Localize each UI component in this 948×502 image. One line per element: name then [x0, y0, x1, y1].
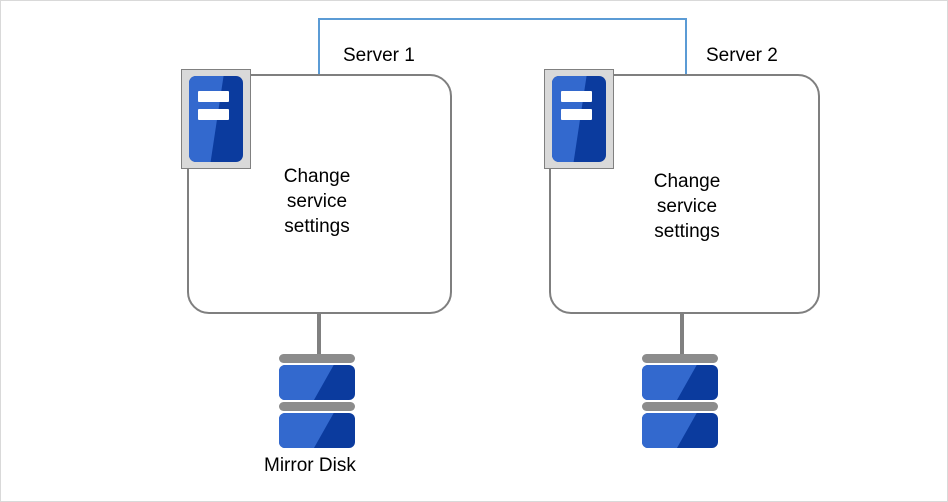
- disk-block-upper: [279, 365, 355, 400]
- server-2-disk-connector: [680, 314, 684, 358]
- server-chassis-bay-bar-2: [561, 108, 593, 120]
- disk-plate-middle: [279, 402, 355, 411]
- mirror-disk-label: Mirror Disk: [264, 455, 356, 476]
- server-chassis-bay-bar-1: [561, 90, 593, 102]
- server-1-label: Server 1: [343, 45, 415, 66]
- server-chassis-icon-body: [189, 76, 243, 162]
- mirror-disk-icon: [279, 354, 355, 450]
- server-1-disk-connector: [317, 314, 321, 358]
- mirror-disk-icon: [642, 354, 718, 450]
- server-chassis-icon-body: [552, 76, 606, 162]
- server-1-body-text: Change service settings: [283, 166, 351, 237]
- server-chassis-bay-bar-2: [198, 108, 230, 120]
- server-2-body-text: Change service settings: [653, 171, 721, 242]
- disk-plate-top: [642, 354, 718, 363]
- server-chassis-bay-bar-1: [198, 90, 230, 102]
- server-2-label: Server 2: [706, 45, 778, 66]
- disk-plate-top: [279, 354, 355, 363]
- disk-block-lower: [279, 413, 355, 448]
- server-chassis-icon: [544, 69, 614, 169]
- server-chassis-icon: [181, 69, 251, 169]
- disk-block-lower: [642, 413, 718, 448]
- disk-block-upper: [642, 365, 718, 400]
- disk-plate-middle: [642, 402, 718, 411]
